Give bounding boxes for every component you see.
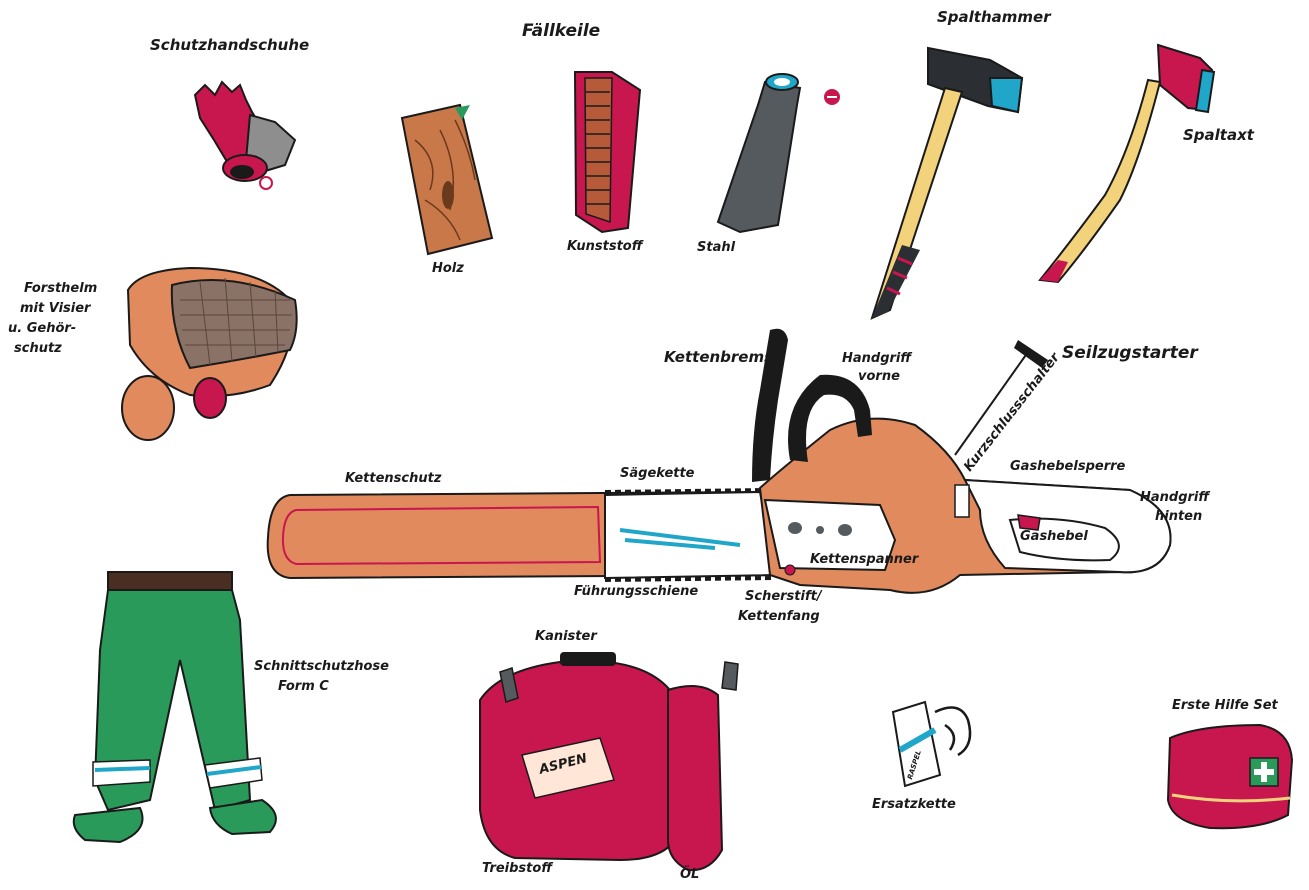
trousers-label-line2: Form C (278, 680, 329, 695)
fuel-label: Treibstoff (482, 862, 552, 877)
gloves-label: Schutzhandschuhe (150, 37, 309, 54)
saw-chain-label: Sägekette (620, 467, 695, 482)
wedge-wood-label: Holz (432, 262, 464, 277)
rear-handle-label-line1: Handgriff (1140, 491, 1209, 506)
helmet-label-line3: u. Gehör- (8, 322, 76, 337)
gloves-illustration (195, 82, 295, 189)
chain-catcher-label-line2: Kettenfang (738, 610, 820, 625)
front-handle-label-line1: Handgriff (842, 352, 911, 367)
trousers-illustration (74, 572, 276, 842)
splitting-axe-illustration (1040, 45, 1214, 282)
trousers-label-line1: Schnittschutzhose (254, 660, 389, 675)
throttle-label: Gashebel (1020, 530, 1088, 545)
wedges-title: Fällkeile (522, 22, 600, 42)
splitting-axe-label: Spaltaxt (1183, 127, 1254, 144)
spare-chain-label: Ersatzkette (872, 798, 956, 813)
wedge-wood-illustration (402, 105, 492, 254)
splitting-hammer-illustration (872, 48, 1022, 318)
chain-catcher-label-line1: Scherstift/ (745, 590, 822, 605)
splitting-hammer-label: Spalthammer (937, 9, 1051, 26)
pull-starter-label: Seilzugstarter (1062, 344, 1198, 364)
forest-helmet-illustration (122, 268, 297, 440)
chain-tensioner-label: Kettenspanner (810, 553, 918, 568)
guide-bar-label: Führungsschiene (574, 585, 698, 600)
front-handle-label-line2: vorne (858, 370, 900, 385)
helmet-label-line2: mit Visier (20, 302, 90, 317)
chain-guard-label: Kettenschutz (345, 472, 441, 487)
chain-brake-label: Kettenbremse (664, 349, 783, 366)
wedge-steel-label: Stahl (697, 241, 735, 256)
helmet-label-line1: Forsthelm (24, 282, 97, 297)
spare-chain-illustration (893, 702, 970, 786)
oil-label: ÖL (680, 868, 699, 883)
wedge-plastic-illustration (575, 72, 640, 232)
first-aid-label: Erste Hilfe Set (1172, 699, 1278, 714)
helmet-label-line4: schutz (14, 342, 62, 357)
canister-label: Kanister (535, 630, 597, 645)
wedge-steel-illustration (718, 74, 840, 232)
canister-illustration (480, 652, 738, 870)
throttle-lock-label: Gashebelsperre (1010, 460, 1125, 475)
first-aid-kit-illustration (1168, 725, 1292, 828)
rear-handle-label-line2: hinten (1155, 510, 1202, 525)
wedge-plastic-label: Kunststoff (567, 240, 643, 255)
